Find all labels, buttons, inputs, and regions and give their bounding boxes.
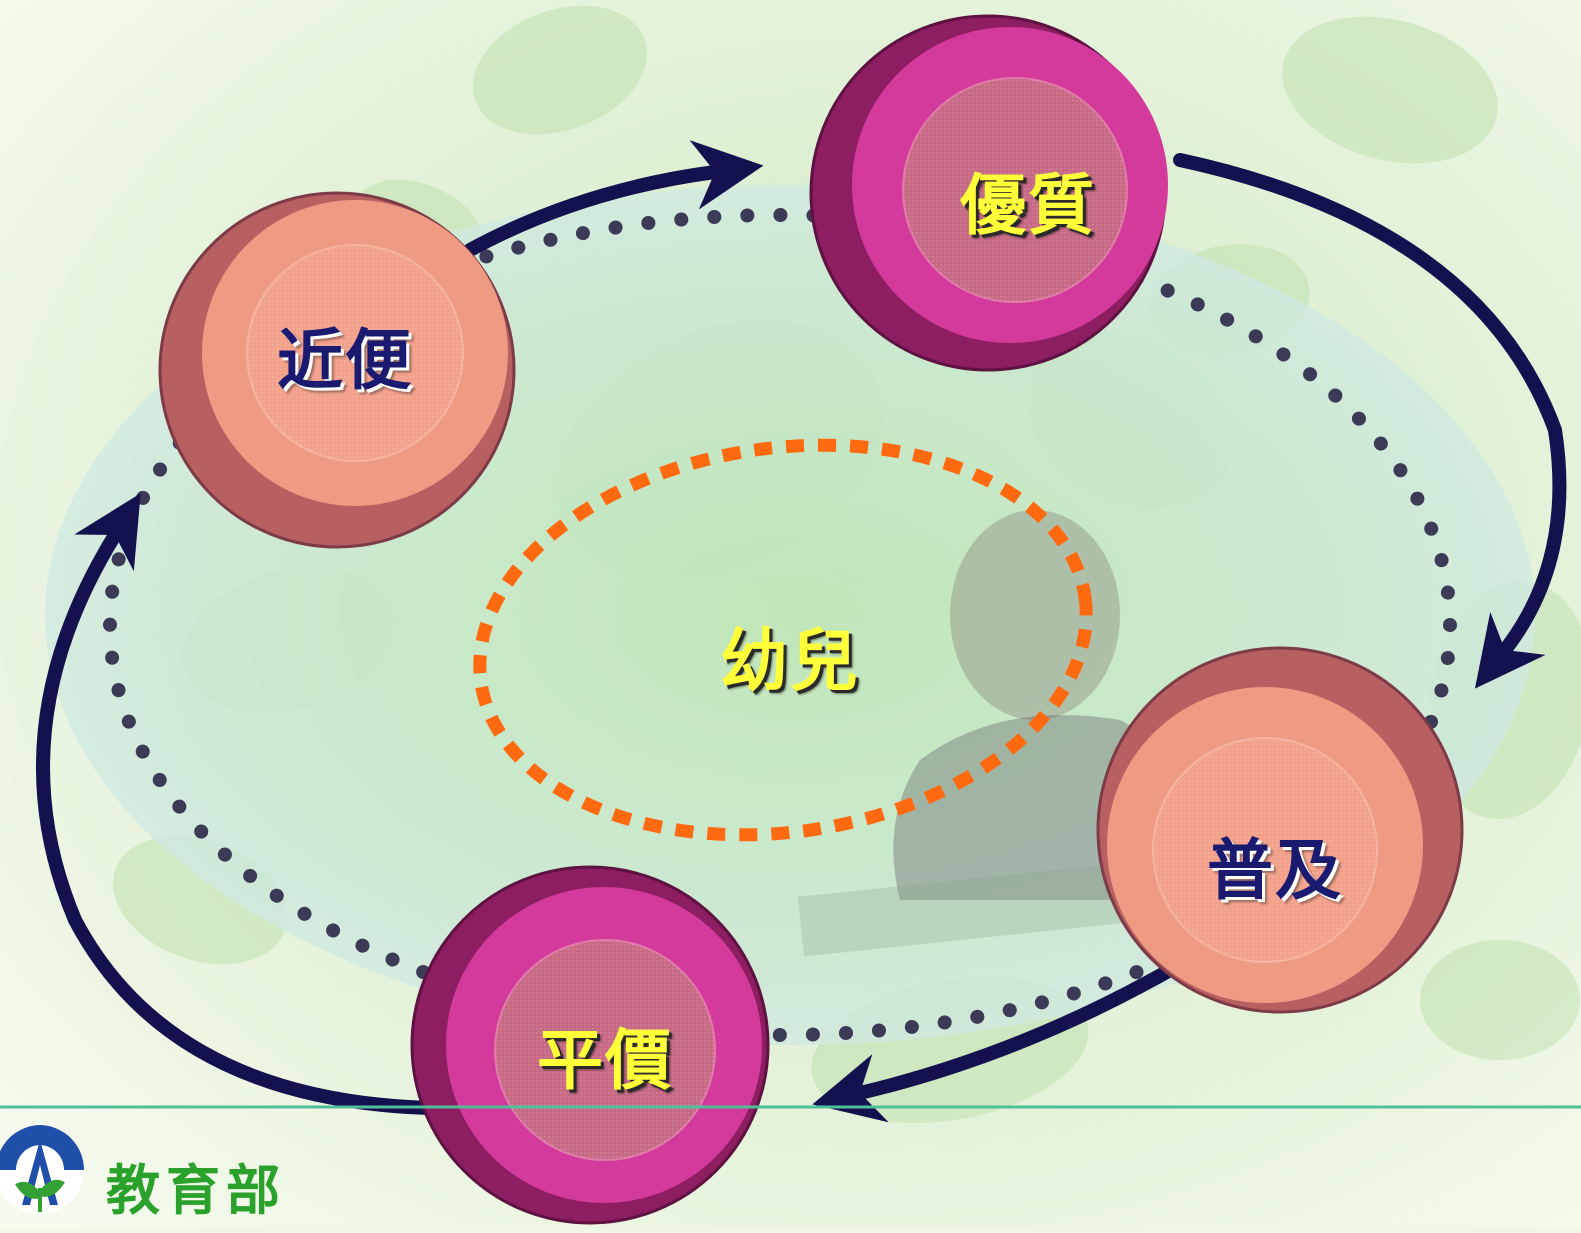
center-label: 幼兒 bbox=[719, 621, 861, 702]
organization-name: 教育部 bbox=[106, 1158, 286, 1222]
node-label-convenient: 近便 bbox=[277, 321, 413, 399]
arrow-quality-to-universal bbox=[1173, 153, 1567, 689]
arrow-affordable-to-convenient bbox=[36, 493, 437, 1115]
node-universal bbox=[1096, 646, 1464, 1014]
inner-ellipse bbox=[473, 438, 1093, 842]
cycle-arrows bbox=[36, 140, 1567, 1123]
node-quality bbox=[809, 14, 1168, 372]
node-label-quality: 優質 bbox=[960, 166, 1096, 244]
node-label-affordable: 平價 bbox=[537, 1021, 673, 1099]
node-affordable bbox=[410, 865, 770, 1225]
dotted-ring bbox=[103, 208, 1457, 1042]
arrow-universal-to-affordable bbox=[812, 963, 1177, 1123]
node-convenient bbox=[158, 191, 516, 549]
node-label-universal: 普及 bbox=[1207, 831, 1343, 909]
ministry-of-education-logo-icon bbox=[0, 1125, 85, 1214]
arrow-convenient-to-quality bbox=[463, 140, 764, 257]
